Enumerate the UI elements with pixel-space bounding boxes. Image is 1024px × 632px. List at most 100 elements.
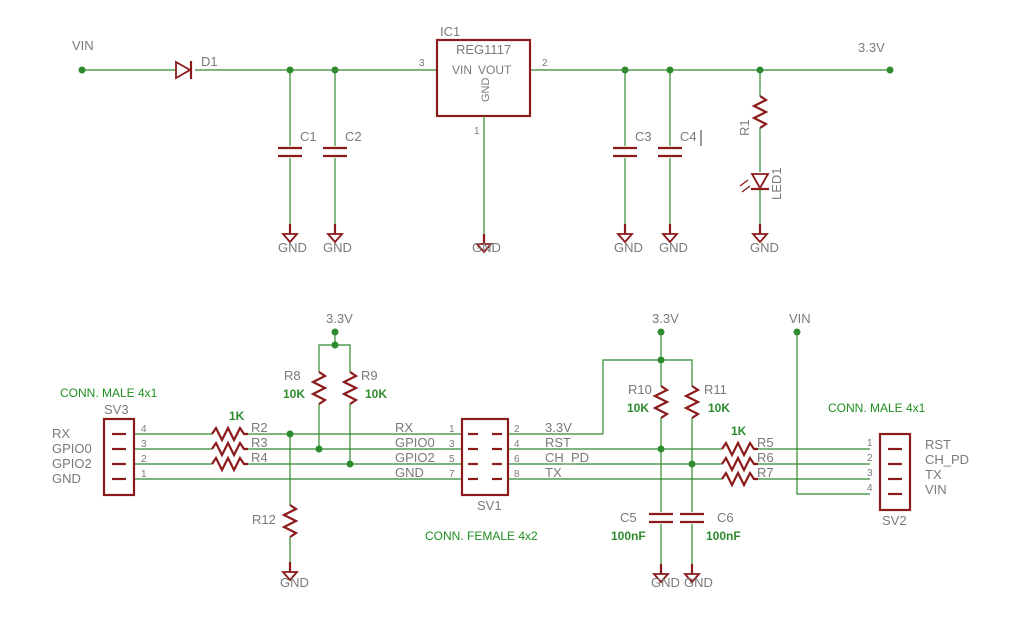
v33-r10r11-label: 3.3V [652, 311, 679, 326]
sv2-pin-3: 3 [867, 468, 873, 479]
ic1-vin-pin: VIN [452, 63, 472, 77]
sv2-label: SV2 [882, 513, 907, 528]
capacitor-c1: C1 GND [278, 70, 317, 255]
r9-value: 10K [365, 387, 387, 401]
diode-d1: D1 [175, 54, 218, 80]
sv2-pin-2: 2 [867, 453, 873, 464]
sv1-pin-8: 8 [514, 469, 520, 480]
sv1-left-net-1: RX [395, 420, 413, 435]
resistor-r12: R12 GND [252, 434, 309, 590]
r3-label: R3 [251, 435, 268, 450]
sv3-description: CONN. MALE 4x1 [60, 386, 158, 400]
r11-label: R11 [704, 382, 727, 397]
ic1-value: REG1117 [456, 42, 511, 57]
r8-label: R8 [284, 368, 301, 383]
resistor-r9: R9 10K [341, 368, 387, 468]
sv1-pin-1: 1 [449, 424, 455, 435]
sv2-net-1: RST [925, 437, 951, 452]
regulator-ic1: IC1 REG1117 VIN VOUT GND 3 2 1 GND [419, 24, 548, 255]
connector-sv2: CONN. MALE 4x1 SV2 1 2 3 4 RST CH_PD TX … [828, 401, 969, 528]
c3-label: C3 [635, 129, 652, 144]
capacitor-c5: C5 100nF GND [611, 510, 680, 590]
r7-label: R7 [757, 465, 774, 480]
r5-label: R5 [757, 435, 774, 450]
sv3-pin-2: 3 [141, 439, 147, 450]
r1-label: R1 [737, 119, 752, 136]
capacitor-c6: C6 100nF GND [680, 510, 741, 590]
sv1-pin-7: 7 [449, 469, 455, 480]
resistors-r5-r7: 1K R5 R6 R7 [721, 424, 774, 488]
sv2-pin-4: 4 [867, 483, 873, 494]
vin-label: VIN [72, 38, 94, 53]
sv1-pin-5: 5 [449, 454, 455, 465]
resistor-r8: R8 10K [283, 368, 328, 453]
c6-value: 100nF [706, 529, 741, 543]
r11-value: 10K [708, 401, 730, 415]
sv3-net-1: RX [52, 426, 70, 441]
v33-label: 3.3V [858, 40, 885, 55]
resistor-r1-led1: R1 LED1 GND [737, 70, 784, 255]
sv1-pin-2: 2 [514, 424, 520, 435]
ic1-pin2: 2 [542, 58, 548, 69]
sv3-pin-3: 2 [141, 454, 147, 465]
sv1-left-net-3: GPIO2 [395, 450, 435, 465]
sv1-pin-6: 6 [514, 454, 520, 465]
c5-value: 100nF [611, 529, 646, 543]
r12-label: R12 [252, 512, 276, 527]
power-supply-section: VIN 3.3V D1 C1 GND [72, 24, 894, 255]
sv2-description: CONN. MALE 4x1 [828, 401, 926, 415]
resistor-r10: R10 10K [627, 382, 670, 512]
sv3-net-3: GPIO2 [52, 456, 92, 471]
r8-value: 10K [283, 387, 305, 401]
r10-value: 10K [627, 401, 649, 415]
c5-label: C5 [620, 510, 637, 525]
c1-label: C1 [300, 129, 317, 144]
ic1-vout-pin: VOUT [478, 63, 512, 77]
ic1-pin3: 3 [419, 58, 425, 69]
capacitor-c4: C4 GND [658, 70, 702, 255]
gnd-label: GND [684, 575, 713, 590]
sv3-pin-4: 1 [141, 469, 147, 480]
capacitor-c2: C2 GND [323, 70, 362, 255]
c4-label: C4 [680, 129, 697, 144]
gnd-label: GND [323, 240, 352, 255]
led1-label: LED1 [769, 167, 784, 200]
r9-label: R9 [361, 368, 378, 383]
gnd-label: GND [614, 240, 643, 255]
sv1-right-net-4: TX [545, 465, 562, 480]
sv2-net-4: VIN [925, 482, 947, 497]
connector-sv1: SV1 CONN. FEMALE 4x2 RX GPIO0 GPIO2 GND … [395, 417, 589, 543]
r5r7-value: 1K [731, 424, 747, 438]
c6-label: C6 [717, 510, 734, 525]
r6-label: R6 [757, 450, 774, 465]
sv3-net-4: GND [52, 471, 81, 486]
v33-r8r9-label: 3.3V [326, 311, 353, 326]
sv1-pin-3: 3 [449, 439, 455, 450]
sv1-right-net-2: RST [545, 435, 571, 450]
ic1-label: IC1 [440, 24, 460, 39]
gnd-label: GND [472, 240, 501, 255]
r10-label: R10 [628, 382, 652, 397]
gnd-label: GND [750, 240, 779, 255]
d1-label: D1 [201, 54, 218, 69]
v33-node [886, 66, 894, 74]
sv3-net-2: GPIO0 [52, 441, 92, 456]
capacitor-c3: C3 GND [613, 70, 652, 255]
sv1-left-net-4: GND [395, 465, 424, 480]
sv1-right-net-3: CH_PD [545, 450, 589, 465]
gnd-label: GND [659, 240, 688, 255]
gnd-label: GND [278, 240, 307, 255]
sv1-right-net-1: 3.3V [545, 420, 572, 435]
r4-label: R4 [251, 450, 268, 465]
sv1-pin-4: 4 [514, 439, 520, 450]
resistors-r2-r4: 1K R2 R3 R4 [211, 409, 268, 473]
gnd-label: GND [280, 575, 309, 590]
sv1-description: CONN. FEMALE 4x2 [425, 529, 538, 543]
vin-node [78, 66, 86, 74]
sv3-pin-1: 4 [141, 424, 147, 435]
r2r4-value: 1K [229, 409, 245, 423]
resistor-r11: R11 10K [683, 382, 730, 512]
r2-label: R2 [251, 420, 268, 435]
sv2-net-3: TX [925, 467, 942, 482]
